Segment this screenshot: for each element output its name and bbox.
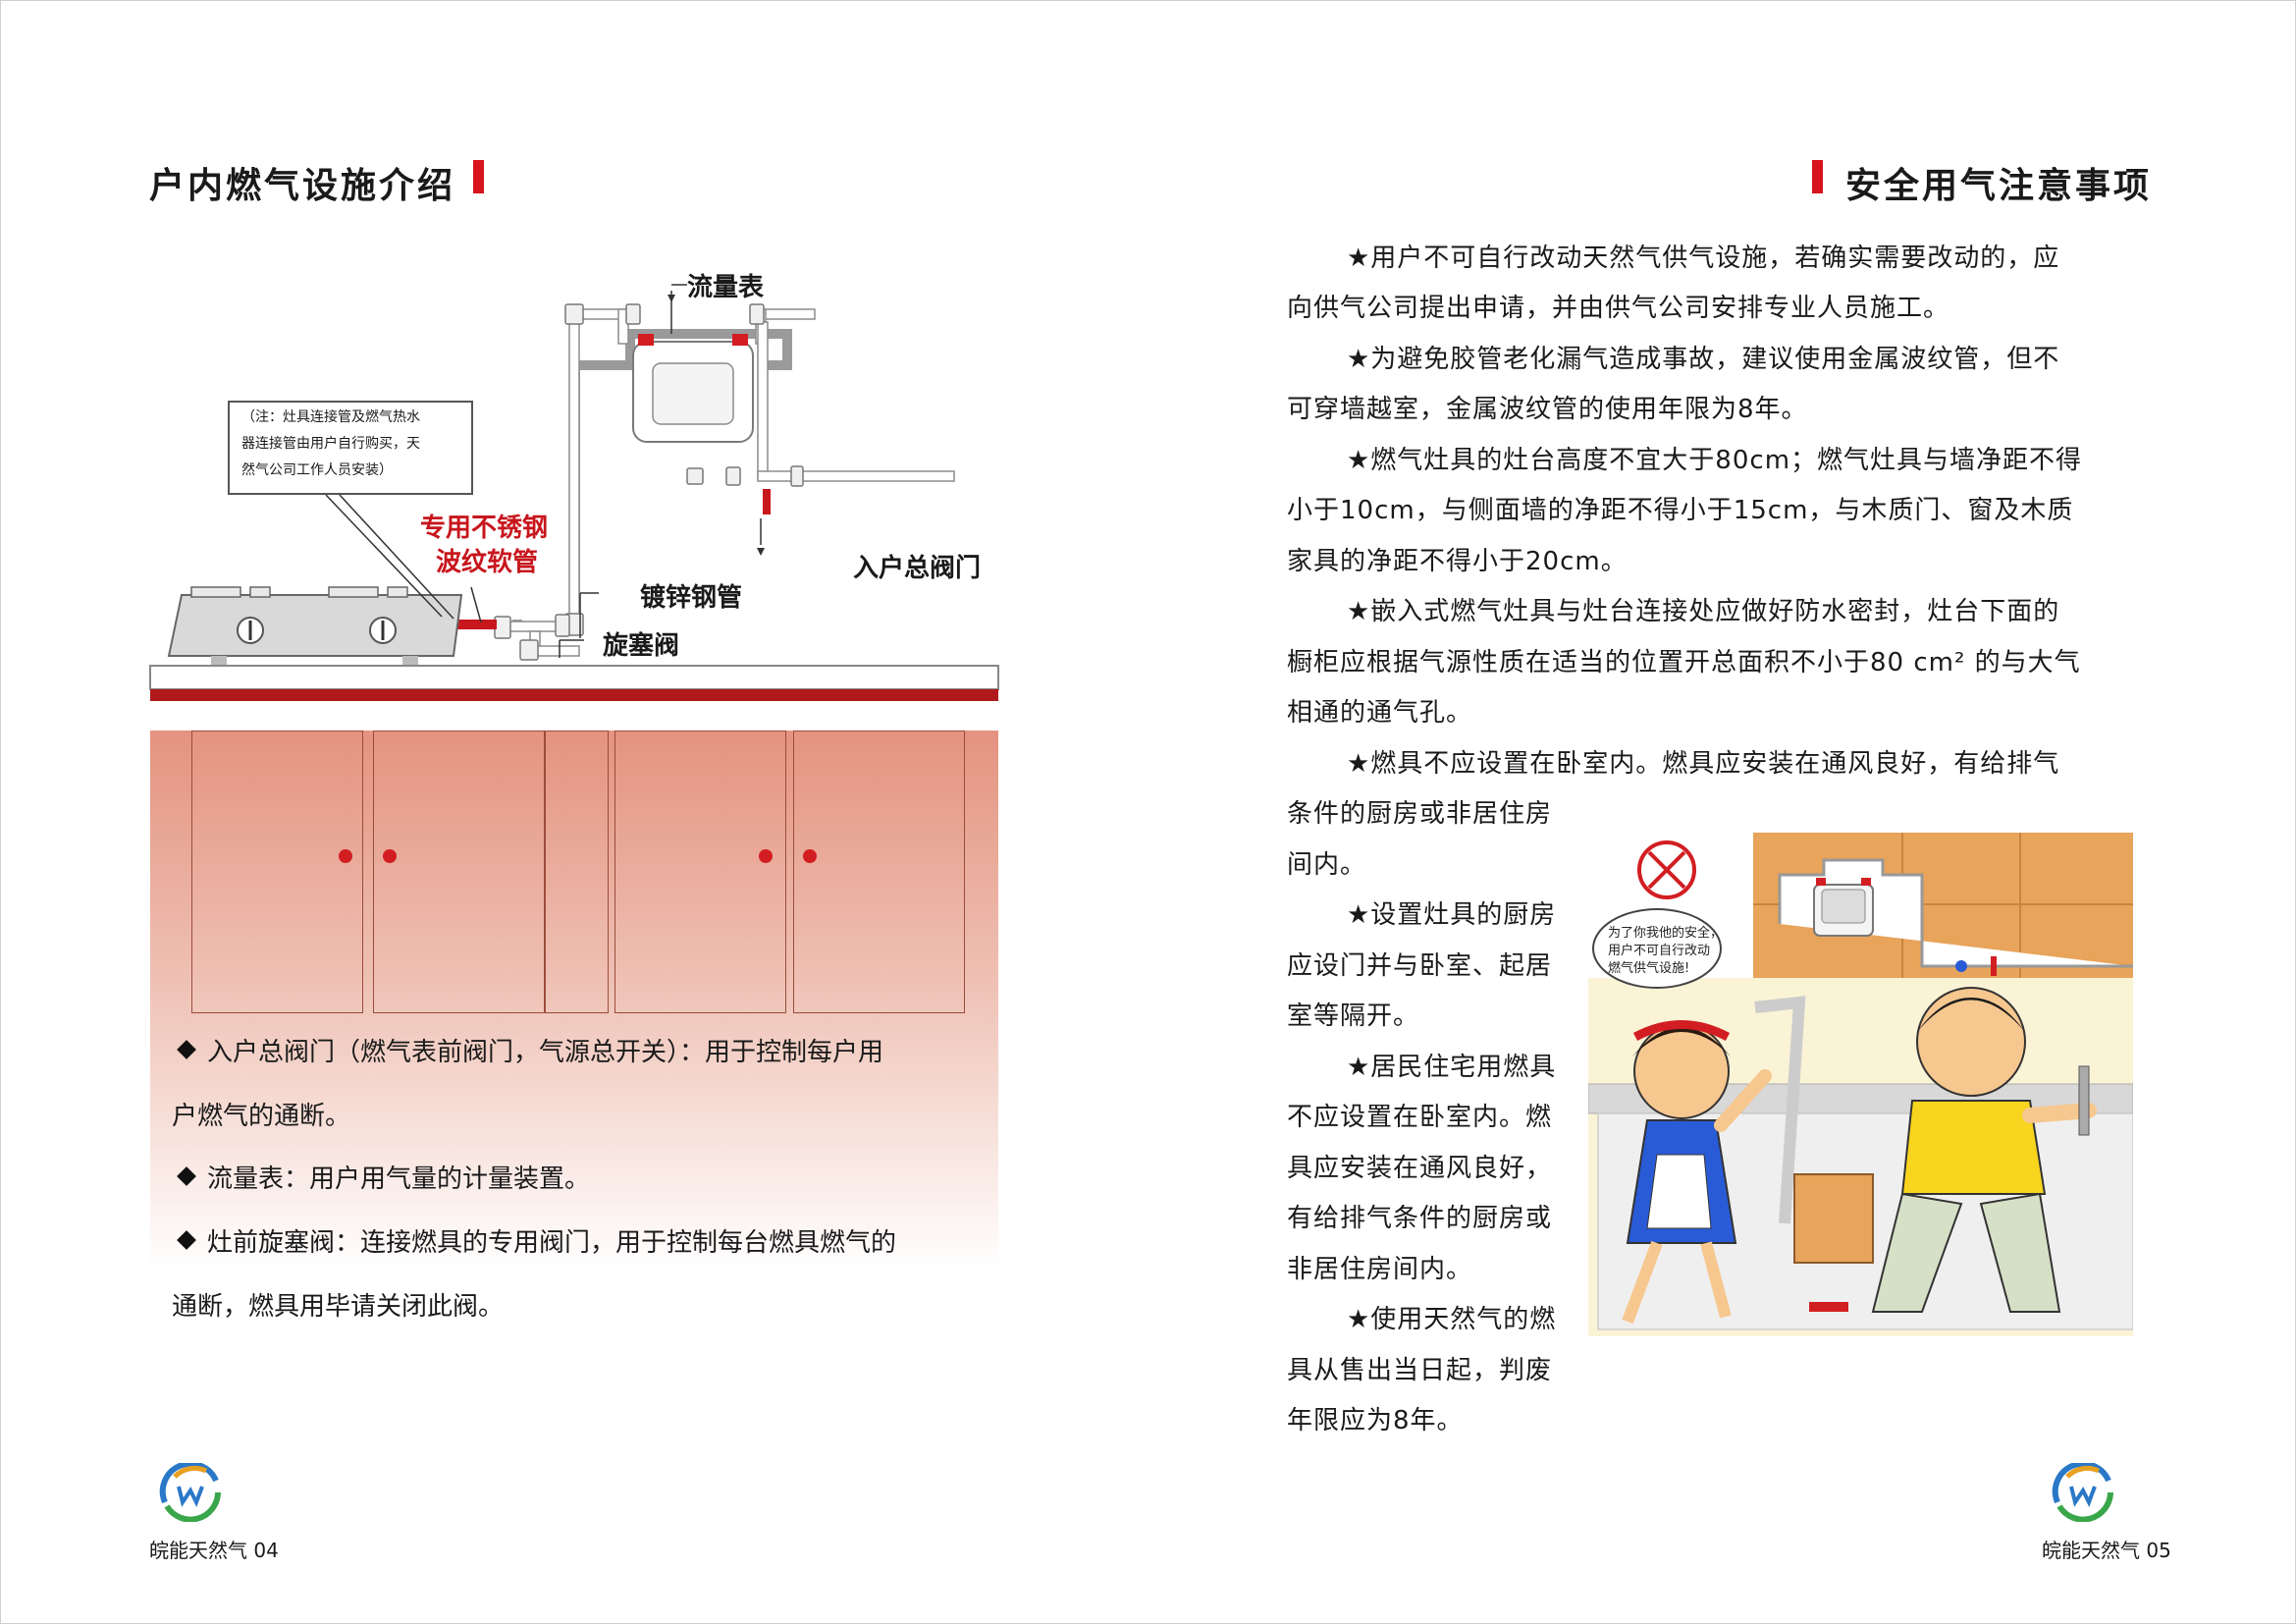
speech-bubble-line: 用户不可自行改动	[1608, 943, 1710, 958]
safety-line: ★用户不可自行改动天然气供气设施，若确实需要改动的，应	[1347, 244, 2060, 273]
flow-meter-label: 流量表	[687, 273, 765, 302]
hose-label-line2: 波纹软管	[436, 548, 539, 577]
safety-line: 室等隔开。	[1287, 1001, 1420, 1031]
bullet-text: 入户总阀门（燃气表前阀门，气源总开关）：用于控制每户用	[207, 1038, 884, 1067]
safety-line: 非居住房间内。	[1287, 1255, 1473, 1284]
bullet-flow-meter: 流量表：用户用气量的计量装置。	[172, 1148, 987, 1211]
bullet-text: 通断，燃具用毕请关闭此阀。	[172, 1292, 505, 1322]
safety-line: ★燃具不应设置在卧室内。燃具应安装在通风良好，有给排气	[1347, 749, 2060, 779]
door-knob	[383, 849, 397, 863]
bullet-main-valve: 入户总阀门（燃气表前阀门，气源总开关）：用于控制每户用	[172, 1021, 987, 1084]
safety-line: 橱柜应根据气源性质在适当的位置开总面积不小于80 cm² 的与大气	[1287, 648, 2081, 677]
safety-line: ★使用天然气的燃	[1347, 1305, 1557, 1334]
main-valve-label: 入户总阀门	[853, 554, 982, 583]
cabinet-door	[614, 731, 786, 1013]
note-line: 然气公司工作人员安装）	[241, 462, 393, 478]
cabinet-door	[793, 731, 965, 1013]
bullet-text: 灶前旋塞阀：连接燃具的专用阀门，用于控制每台燃具燃气的	[207, 1228, 897, 1258]
safety-line: 不应设置在卧室内。燃	[1287, 1103, 1553, 1132]
left-page-title: 户内燃气设施介绍	[149, 166, 456, 206]
safety-line: 小于10cm，与侧面墙的净距不得小于15cm，与木质门、窗及木质	[1287, 496, 2074, 525]
cabinet-door	[191, 731, 363, 1013]
door-knob	[759, 849, 773, 863]
safety-line: 应设门并与卧室、起居	[1287, 951, 1553, 981]
hose-label-line1: 专用不锈钢	[420, 514, 549, 543]
installation-note: （注：灶具连接管及燃气热水 器连接管由用户自行购买，天 然气公司工作人员安装）	[228, 401, 473, 495]
diamond-bullet-icon	[177, 1230, 196, 1250]
safety-line: ★嵌入式燃气灶具与灶台连接处应做好防水密封，灶台下面的	[1347, 597, 2060, 626]
footer-brand: 皖能天然气	[2042, 1539, 2140, 1562]
bullet-text: 流量表：用户用气量的计量装置。	[207, 1164, 591, 1194]
safety-line: 有给排气条件的厨房或	[1287, 1204, 1553, 1233]
galvanized-pipe-label: 镀锌钢管	[640, 583, 743, 613]
safety-line: ★设置灶具的厨房	[1347, 900, 1557, 930]
safety-line: ★燃气灶具的灶台高度不宜大于80cm；燃气灶具与墙净距不得	[1347, 446, 2083, 475]
kitchen-cabinet	[150, 731, 998, 1271]
note-line: （注：灶具连接管及燃气热水	[241, 409, 420, 425]
bullet-plug-valve-cont: 通断，燃具用毕请关闭此阀。	[172, 1275, 987, 1338]
bullet-main-valve-cont: 户燃气的通断。	[172, 1085, 987, 1148]
safety-line: 向供气公司提出申请，并由供气公司安排专业人员施工。	[1287, 294, 1950, 323]
diamond-bullet-icon	[177, 1166, 196, 1186]
safety-line: 条件的厨房或非居住房	[1287, 799, 1553, 829]
brand-logo-icon	[159, 1463, 221, 1522]
footer-brand: 皖能天然气	[149, 1539, 247, 1562]
safety-line: ★为避免胶管老化漏气造成事故，建议使用金属波纹管，但不	[1347, 345, 2060, 374]
safety-line: 具从售出当日起，判废	[1287, 1356, 1553, 1385]
cabinet-door	[373, 731, 545, 1013]
bullet-text: 户燃气的通断。	[172, 1102, 351, 1131]
page-number: 05	[2146, 1539, 2171, 1562]
safety-line: 间内。	[1287, 850, 1367, 880]
safety-line: 可穿墙越室，金属波纹管的使用年限为8年。	[1287, 395, 1808, 424]
gas-piping-diagram	[149, 284, 999, 701]
safety-line: 家具的净距不得小于20cm。	[1287, 547, 1628, 576]
speech-bubble-line: 燃气供气设施!	[1608, 960, 1689, 976]
safety-line: 年限应为8年。	[1287, 1406, 1464, 1435]
brand-logo-icon	[2052, 1463, 2113, 1522]
right-page-title: 安全用气注意事项	[1845, 166, 2153, 206]
diamond-bullet-icon	[177, 1040, 196, 1059]
door-knob	[339, 849, 352, 863]
door-knob	[803, 849, 817, 863]
note-line: 器连接管由用户自行购买，天	[241, 436, 420, 452]
safety-line: ★居民住宅用燃具	[1347, 1053, 1557, 1082]
title-accent-bar	[1812, 160, 1823, 193]
left-footer: 皖能天然气 04	[149, 1535, 279, 1563]
safety-line: 具应安装在通风良好，	[1287, 1154, 1553, 1183]
safety-cartoon-illustration: 为了你我他的安全， 用户不可自行改动 燃气供气设施!	[1588, 831, 2133, 1336]
title-accent-bar	[473, 160, 484, 193]
cabinet-door	[545, 731, 609, 1013]
plug-valve-label: 旋塞阀	[603, 631, 680, 661]
right-footer: 皖能天然气 05	[2042, 1535, 2171, 1563]
page-number: 04	[253, 1539, 279, 1562]
speech-bubble-line: 为了你我他的安全，	[1608, 925, 1723, 941]
bullet-plug-valve: 灶前旋塞阀：连接燃具的专用阀门，用于控制每台燃具燃气的	[172, 1212, 987, 1274]
safety-line: 相通的通气孔。	[1287, 698, 1473, 728]
